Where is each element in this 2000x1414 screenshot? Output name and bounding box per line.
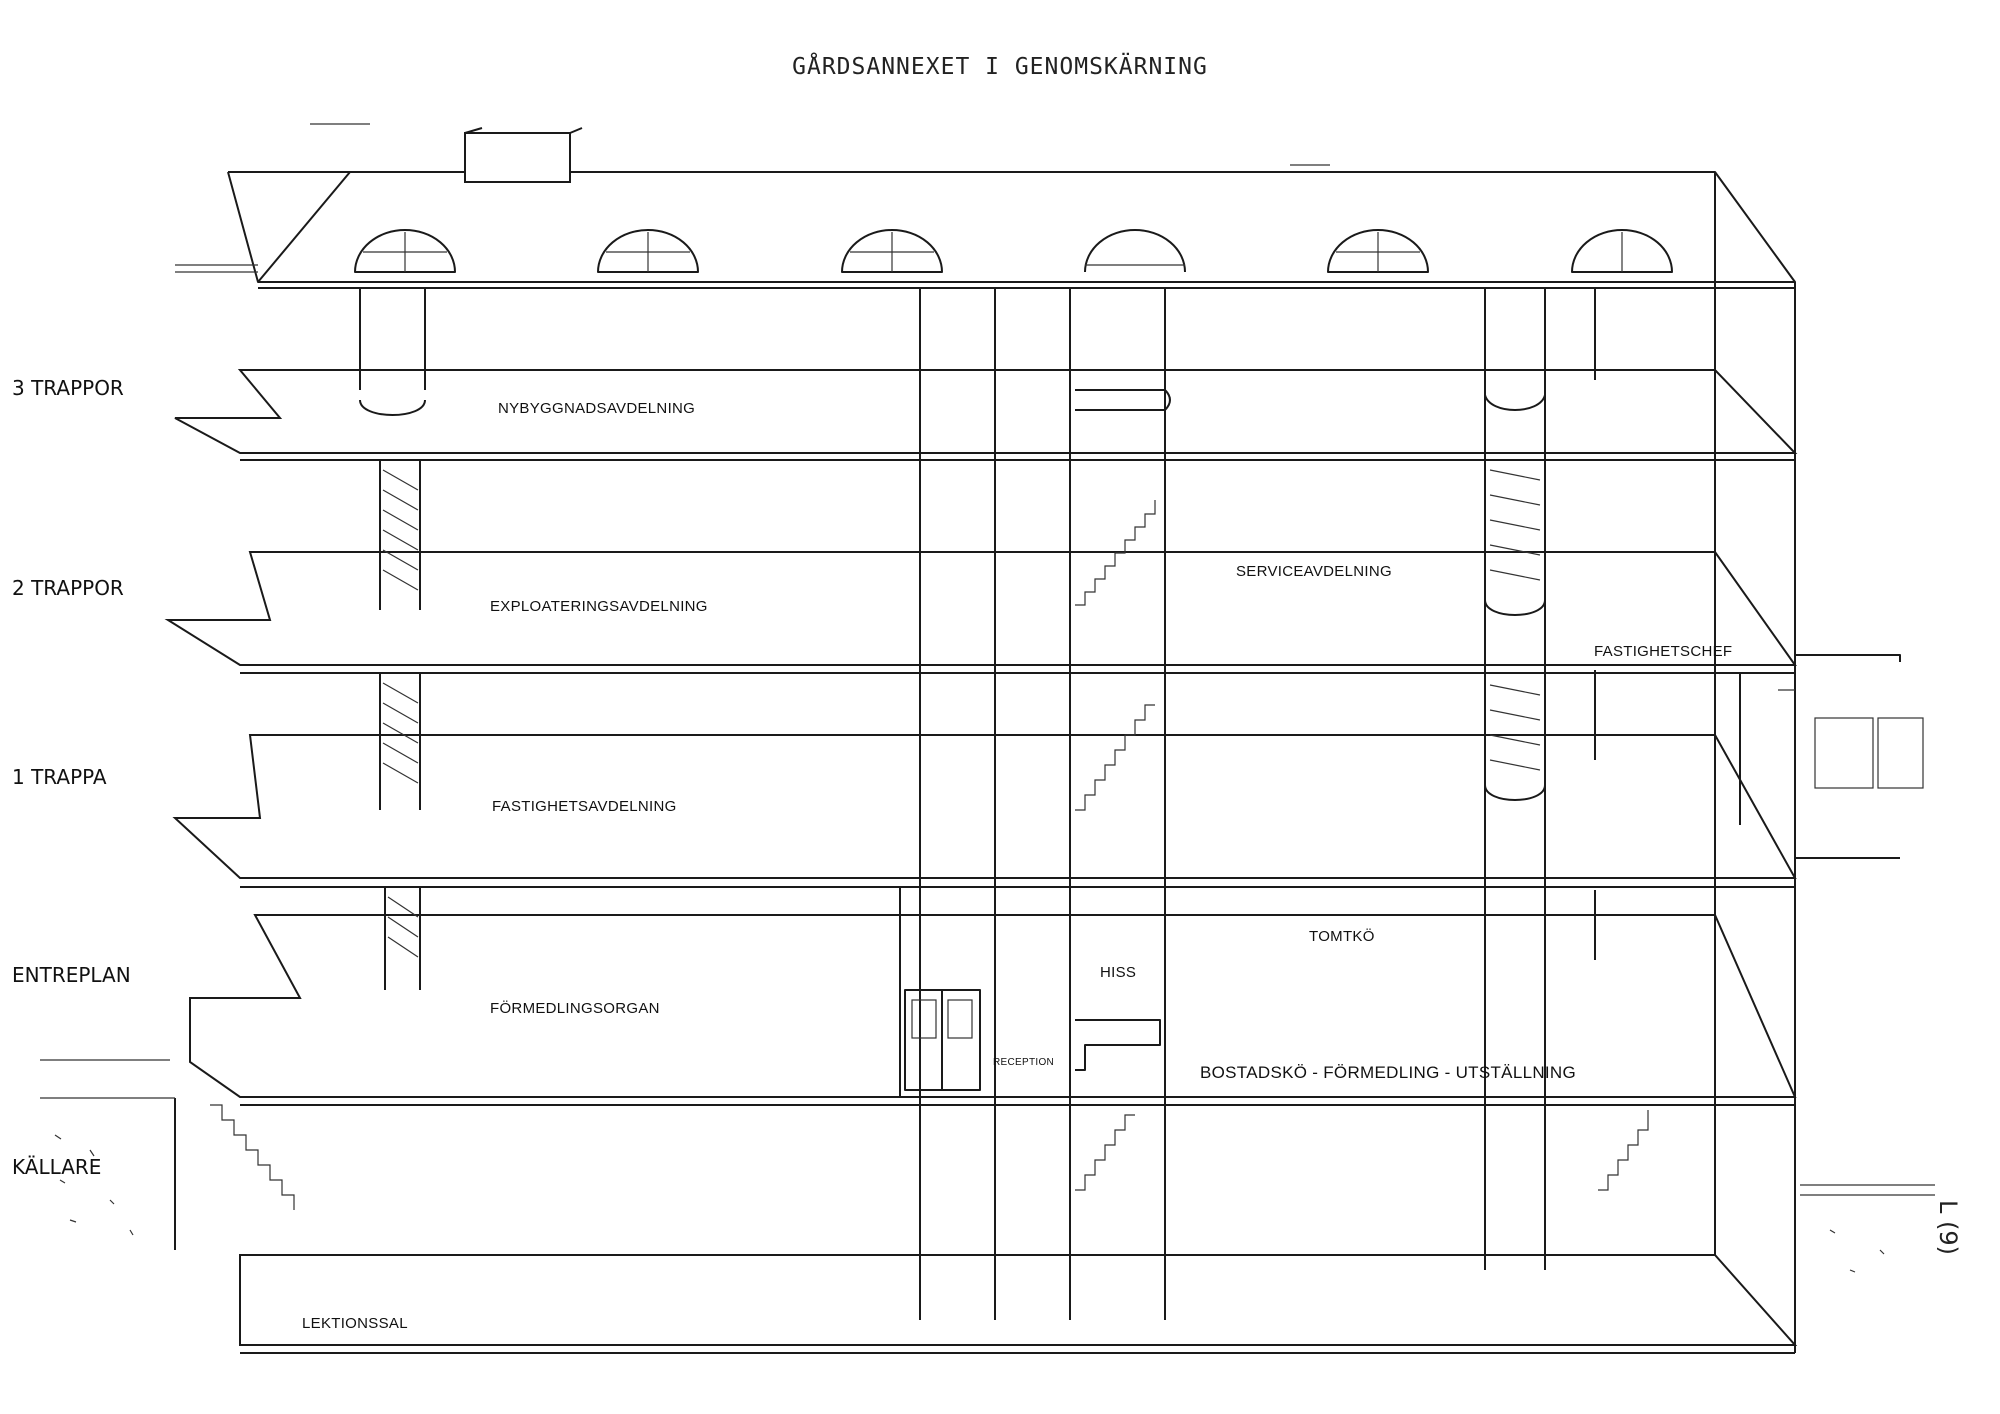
floor-slab-entry	[189, 914, 1797, 1106]
room-exploatering: EXPLOATERINGSAVDELNING	[490, 598, 708, 615]
floor-label-2: 2 TRAPPOR	[12, 576, 124, 600]
drawing-title: GÅRDSANNEXET I GENOMSKÄRNING	[792, 54, 1208, 80]
floor-label-3: 3 TRAPPOR	[12, 376, 124, 400]
roof	[175, 123, 1796, 289]
room-reception: RECEPTION	[993, 1057, 1055, 1068]
room-nybyggnad: NYBYGGNADSAVDELNING	[498, 400, 696, 417]
floor-slab-3	[174, 369, 1798, 461]
floor-slab-basement	[239, 1254, 1798, 1354]
ground	[40, 1059, 1935, 1273]
basement-stair	[174, 1098, 295, 1250]
room-hiss: HISS	[1100, 964, 1137, 981]
room-fastighetsavdelning: FASTIGHETSAVDELNING	[492, 798, 677, 815]
room-formedlingsorgan: FÖRMEDLINGSORGAN	[490, 1000, 660, 1017]
room-lektionssal: LEKTIONSSAL	[302, 1315, 408, 1332]
right-facade	[1714, 172, 1924, 1353]
chimney	[464, 127, 583, 183]
room-bostadsko: BOSTADSKÖ - FÖRMEDLING - UTSTÄLLNING	[1200, 1063, 1577, 1082]
spiral-stair-right	[1484, 394, 1649, 1191]
structural-columns	[359, 288, 1741, 1320]
stair-center	[1075, 389, 1171, 1191]
room-tomtko: TOMTKÖ	[1309, 928, 1375, 945]
floor-label-entry: ENTREPLAN	[12, 963, 131, 987]
room-fastighetschef: FASTIGHETSCHEF	[1594, 643, 1733, 660]
spiral-stair-left	[359, 399, 426, 990]
floor-slab-2	[164, 551, 1797, 674]
dormer-windows	[354, 229, 1673, 273]
floor-label-basement: KÄLLARE	[12, 1155, 102, 1179]
floor-slab-1	[172, 734, 1797, 888]
room-service: SERVICEAVDELNING	[1236, 563, 1392, 580]
entrance-doors	[904, 989, 981, 1091]
floor-label-1: 1 TRAPPA	[12, 765, 107, 789]
page-number: L (9)	[1934, 1200, 1962, 1255]
